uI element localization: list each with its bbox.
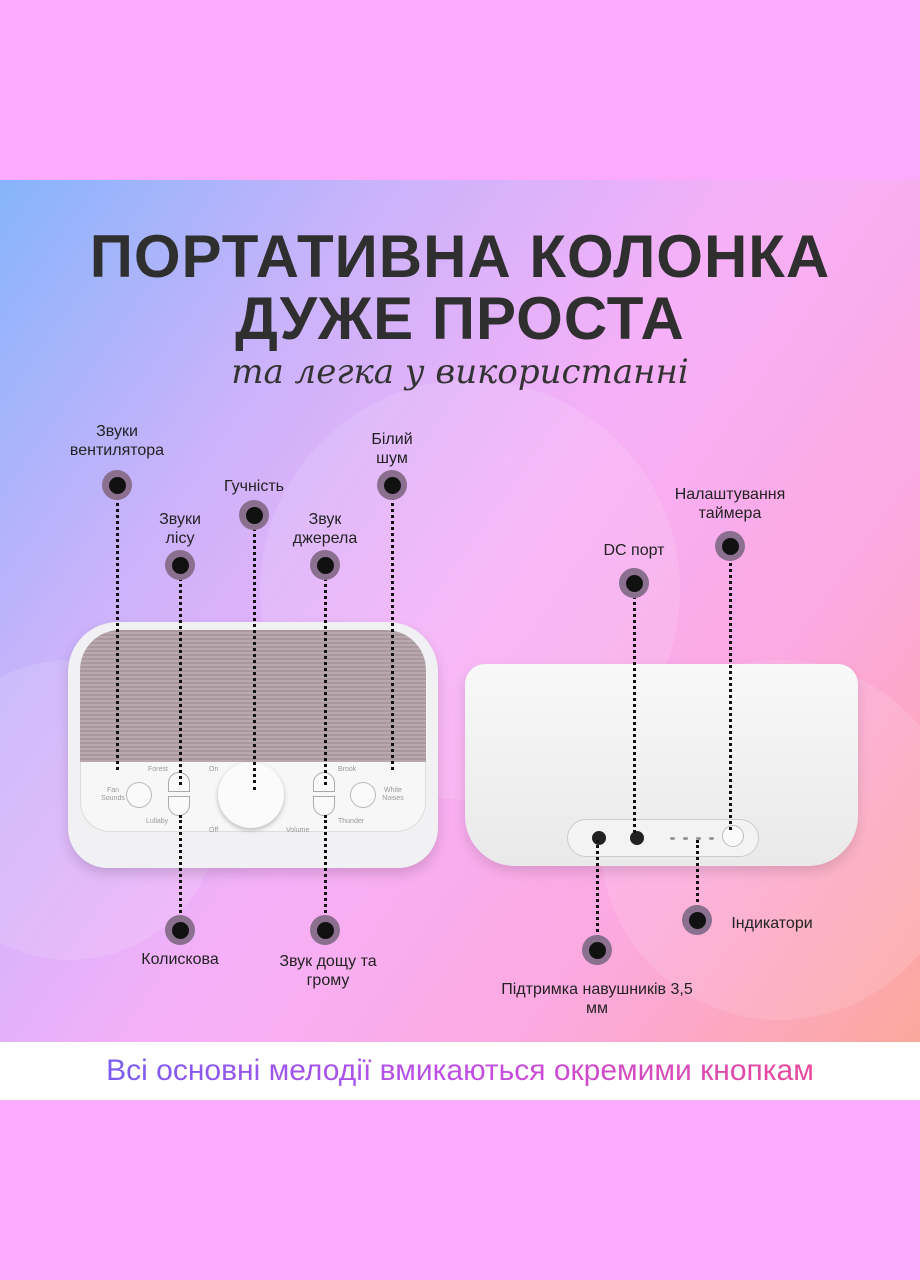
top-band [0,0,920,180]
volume-label: Volume [286,827,310,834]
banner-text: Всі основні мелодії вмикаються окремими … [106,1054,814,1087]
label-dc-port: DC порт [603,542,665,559]
on-label: On [209,766,219,773]
callout-dot [582,935,612,965]
callout-dot [377,470,407,500]
label-lullaby: Колискова [141,951,219,968]
bottom-band [0,1100,920,1280]
callout-dot [102,470,132,500]
indicator-led [683,837,688,840]
indicator-led [696,837,701,840]
lullaby-label: Lullaby [146,818,169,825]
fan-label: Fan Sounds [101,787,125,802]
white-label: White Noises [382,787,404,802]
headline-line1: ПОРТАТИВНА КОЛОНКА [89,223,831,290]
label-brook: Звук джерела [292,511,358,547]
speaker-back [465,664,858,866]
callout-dot [165,915,195,945]
callout-dot [239,500,269,530]
timer-button[interactable] [722,825,744,847]
indicator-led [670,837,675,840]
callout-dot [165,550,195,580]
label-headphones: Підтримка навушників 3,5 мм [501,981,693,1017]
fan-button[interactable] [126,782,152,808]
callout-dot [310,915,340,945]
headline-line2: ДУЖЕ ПРОСТА [235,285,685,352]
label-forest: Звуки лісу [159,511,201,547]
label-volume: Гучність [224,478,284,495]
indicator-led [709,837,714,840]
forest-label: Forest [148,766,168,773]
off-label: Off [209,827,219,834]
back-panel [567,819,759,857]
dc-port [630,831,644,845]
headphone-jack [592,831,606,845]
subtitle: та легка у використанні [231,352,689,392]
label-rain-thunder: Звук дощу та грому [279,953,377,989]
banner: Всі основні мелодії вмикаються окремими … [0,1042,920,1100]
label-indicators: Індикатори [731,915,813,932]
callout-dot [310,550,340,580]
callout-dot [619,568,649,598]
thunder-label: Thunder [338,818,365,825]
callout-dot [715,531,745,561]
label-white-noise: Білий шум [371,431,413,467]
label-timer: Налаштування таймера [674,486,786,522]
white-noise-button[interactable] [350,782,376,808]
callout-dot [682,905,712,935]
volume-knob[interactable] [218,762,284,828]
brook-label: Brook [338,766,357,773]
label-fan-sounds: Звуки вентилятора [69,423,165,459]
